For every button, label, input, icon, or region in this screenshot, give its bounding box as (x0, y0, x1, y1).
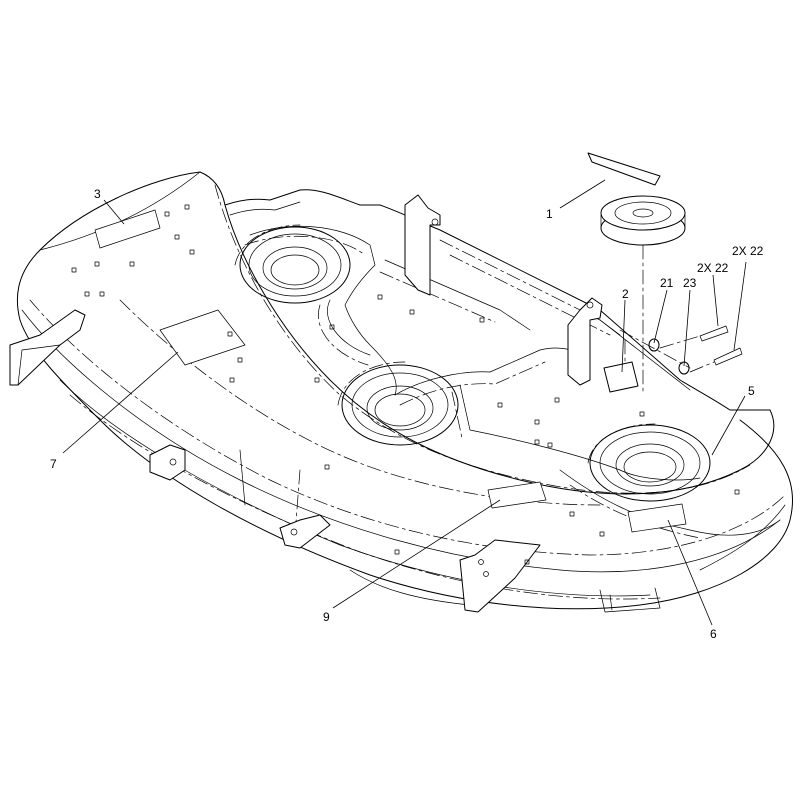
spindle-housing-center (337, 361, 459, 446)
decals (94, 209, 687, 533)
callout-2: 2 (622, 287, 629, 301)
callout-3: 3 (94, 187, 101, 201)
callout-7: 7 (50, 457, 57, 471)
callout-5: 5 (748, 384, 755, 398)
deck-brackets (9, 194, 621, 613)
callout-1: 1 (546, 207, 553, 221)
belt-guide (587, 152, 661, 186)
callout-6: 6 (710, 627, 717, 641)
spindle-housing-left (234, 224, 351, 304)
callout-21: 21 (660, 276, 674, 290)
spindle-housing-right (587, 423, 711, 502)
deck-top-plate (199, 171, 775, 495)
leader-lines (62, 179, 747, 626)
callout-2x22-inner: 2X 22 (697, 261, 729, 275)
callout-labels: 1 2 3 5 6 7 9 21 23 2X 22 2X 22 (50, 187, 764, 641)
callout-2x22-outer: 2X 22 (732, 244, 764, 258)
callout-23: 23 (683, 276, 697, 290)
callout-9: 9 (323, 610, 330, 624)
mounting-holes (71, 204, 740, 565)
pulley (600, 195, 686, 396)
idler-arm (603, 339, 639, 393)
washers-and-pins (619, 325, 743, 375)
deck-channel (244, 225, 701, 481)
